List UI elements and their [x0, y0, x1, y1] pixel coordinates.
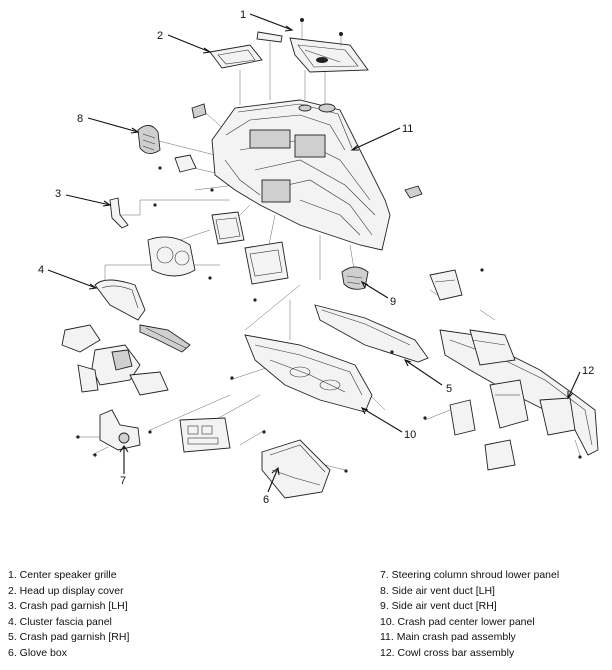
legend-item-3: 3. Crash pad garnish [LH] — [8, 600, 128, 612]
callout-7: 7 — [120, 475, 126, 487]
callout-arrows — [47, 13, 581, 493]
legend-item-8: 8. Side air vent duct [LH] — [380, 584, 495, 597]
vent-bracket-part — [174, 103, 207, 173]
legend-item-4: 4. Cluster fascia panel — [8, 615, 112, 628]
callout-4: 4 — [38, 264, 44, 276]
callout-3: 3 — [55, 188, 61, 200]
legend-item-2: 2. Head up display cover — [8, 584, 124, 597]
steering-column-switches-part — [61, 324, 169, 396]
glove-box-part — [261, 439, 331, 499]
instrument-cluster-part — [147, 236, 196, 277]
parts-legend-right: 7. Steering column shroud lower panel 8.… — [380, 568, 559, 661]
side-air-vent-duct-lh-part — [137, 125, 161, 154]
steering-column-shroud-lower-panel-part — [99, 409, 141, 451]
legend-item-12: 12. Cowl cross bar assembly — [380, 646, 515, 659]
center-speaker-grille-part — [289, 18, 369, 73]
crash-pad-garnish-rh-part — [314, 304, 429, 363]
crash-pad-garnish-lh-part — [109, 197, 129, 229]
cluster-fascia-panel-part — [94, 279, 146, 321]
crash-pad-center-lower-panel-part — [244, 334, 373, 413]
center-control-panel-part — [179, 417, 231, 453]
exploded-view-diagram: 1 2 8 11 3 4 9 5 12 10 7 6 — [38, 9, 599, 506]
center-vent-part — [404, 185, 423, 199]
callout-12: 12 — [582, 365, 594, 377]
callout-numbers: 1 2 8 11 3 4 9 5 12 10 7 6 — [38, 9, 594, 506]
legend-item-10: 10. Crash pad center lower panel — [380, 615, 535, 628]
audio-head-unit-part — [211, 211, 289, 285]
callout-1: 1 — [240, 9, 246, 21]
main-crash-pad-assembly-part — [211, 99, 391, 251]
legend-item-11: 11. Main crash pad assembly — [380, 631, 516, 643]
callout-6: 6 — [263, 494, 269, 506]
cowl-cross-bar-assembly-part — [429, 269, 599, 471]
callout-8: 8 — [77, 113, 83, 125]
legend-item-9: 9. Side air vent duct [RH] — [380, 600, 497, 612]
head-up-display-cover-part — [209, 44, 263, 69]
parts-legend-left: 1. Center speaker grille 2. Head up disp… — [8, 568, 129, 661]
center-lower-strip-part — [139, 324, 191, 353]
callout-11: 11 — [402, 123, 413, 135]
legend-item-6: 6. Glove box — [8, 646, 67, 659]
legend-item-5: 5. Crash pad garnish [RH] — [8, 631, 130, 643]
callout-5: 5 — [446, 383, 452, 395]
callout-2: 2 — [157, 30, 163, 42]
legend-item-1: 1. Center speaker grille — [8, 569, 117, 581]
callout-10: 10 — [404, 429, 416, 441]
legend-item-7: 7. Steering column shroud lower panel — [380, 569, 560, 581]
speaker-trim-strip-part — [256, 31, 283, 43]
callout-9: 9 — [390, 296, 396, 308]
fasteners — [76, 166, 582, 473]
